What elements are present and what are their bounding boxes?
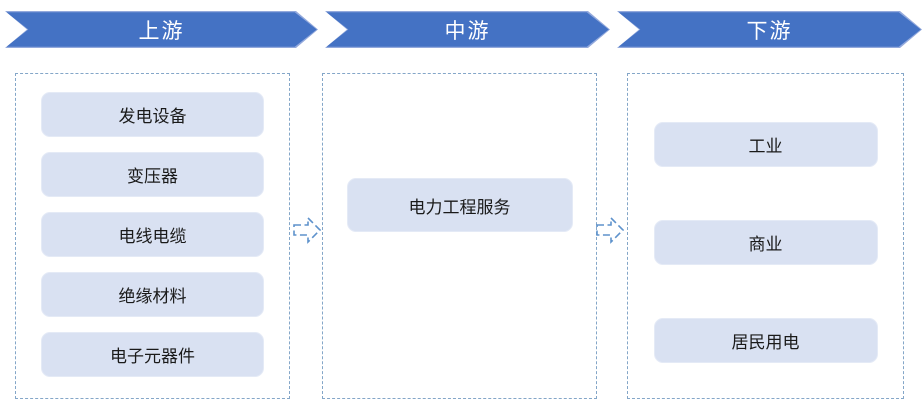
banner-upstream-fill: 上游 bbox=[6, 12, 316, 46]
banner-downstream: 下游 bbox=[617, 11, 922, 48]
downstream-item: 工业 bbox=[653, 122, 878, 167]
banner-downstream-label: 下游 bbox=[746, 19, 793, 43]
banner-upstream: 上游 bbox=[5, 11, 318, 48]
column-midstream: 电力工程服务 bbox=[322, 73, 597, 399]
banner-midstream: 中游 bbox=[325, 11, 610, 48]
upstream-item: 变压器 bbox=[41, 152, 264, 197]
flow-arrow-right-icon bbox=[595, 214, 625, 246]
flow-arrow-right-icon bbox=[292, 214, 322, 246]
banner-midstream-label: 中游 bbox=[444, 19, 491, 43]
upstream-item: 绝缘材料 bbox=[41, 272, 264, 317]
upstream-item: 电线电缆 bbox=[41, 212, 264, 257]
downstream-item: 居民用电 bbox=[653, 318, 878, 363]
column-upstream: 发电设备 变压器 电线电缆 绝缘材料 电子元器件 bbox=[15, 73, 290, 399]
column-downstream: 工业 商业 居民用电 bbox=[627, 73, 904, 399]
banner-downstream-fill: 下游 bbox=[618, 12, 920, 46]
banner-midstream-fill: 中游 bbox=[326, 12, 608, 46]
upstream-item: 电子元器件 bbox=[41, 332, 264, 377]
banner-upstream-label: 上游 bbox=[138, 19, 185, 43]
upstream-item: 发电设备 bbox=[41, 92, 264, 137]
midstream-item: 电力工程服务 bbox=[346, 178, 573, 232]
downstream-item: 商业 bbox=[653, 220, 878, 265]
